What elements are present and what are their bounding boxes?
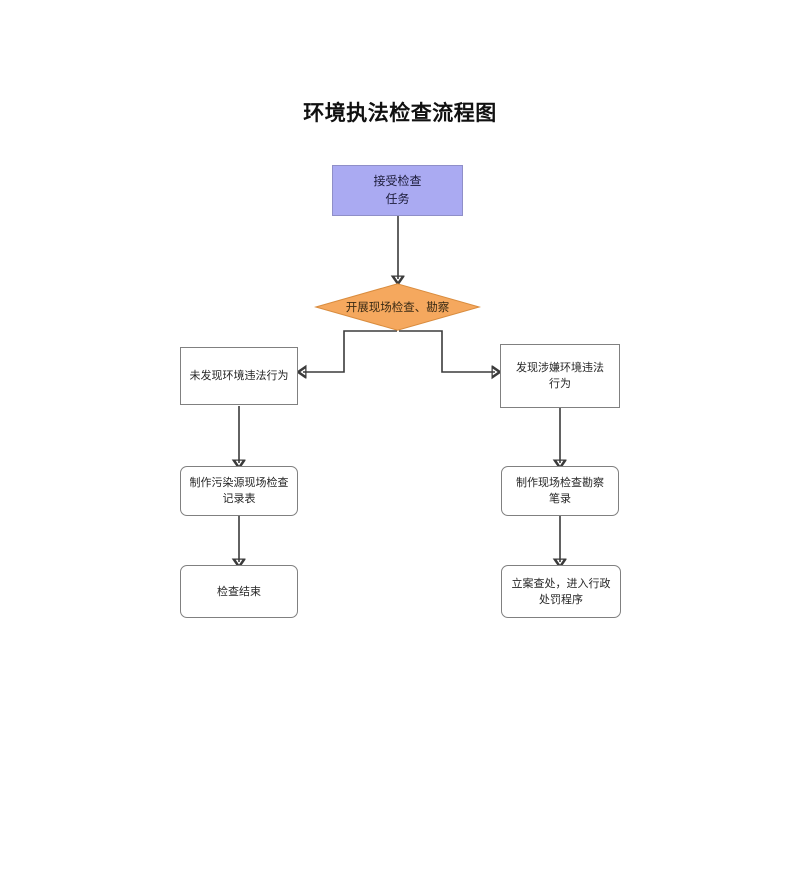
node-inspection-end[interactable]: 检查结束 bbox=[180, 565, 298, 618]
node-decision-onsite-inspection[interactable]: 开展现场检查、勘察 bbox=[313, 283, 482, 331]
node-pollution-source-record[interactable]: 制作污染源现场检查 记录表 bbox=[180, 466, 298, 516]
node-suspected-violation[interactable]: 发现涉嫌环境违法 行为 bbox=[500, 344, 620, 408]
node-no-violation[interactable]: 未发现环境违法行为 bbox=[180, 347, 298, 405]
edge-decision-to-suspected-violation bbox=[399, 330, 495, 372]
page-title: 环境执法检查流程图 bbox=[303, 101, 497, 125]
node-onsite-survey-record[interactable]: 制作现场检查勘察 笔录 bbox=[501, 466, 619, 516]
node-start-receive-task[interactable]: 接受检查 任务 bbox=[332, 165, 463, 216]
edge-decision-to-no-violation bbox=[303, 330, 397, 372]
node-case-filing-penalty[interactable]: 立案查处，进入行政 处罚程序 bbox=[501, 565, 621, 618]
diamond-shape bbox=[313, 283, 482, 331]
